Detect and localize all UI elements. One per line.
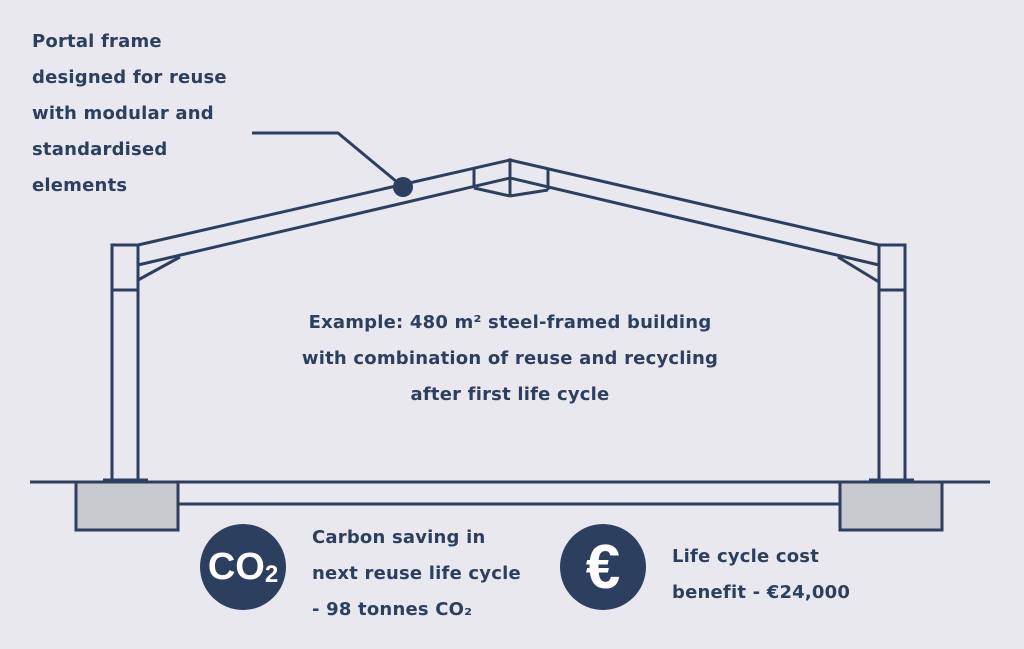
left-haunch (137, 255, 181, 282)
carbon-saving-text: Carbon saving in next reuse life cycle -… (312, 527, 521, 620)
apex-haunch-right (509, 188, 549, 198)
right-column (877, 243, 907, 482)
left-foundation (74, 480, 180, 532)
cost-benefit-text: Life cycle cost benefit - €24,000 (672, 546, 851, 603)
right-foundation (838, 480, 944, 532)
example-description: Example: 480 m² steel-framed building wi… (301, 312, 719, 405)
right-rafter (508, 158, 880, 267)
apex-haunch-left (473, 186, 511, 198)
callout-dot (393, 177, 413, 197)
callout-leader-line (252, 131, 404, 189)
ground-beam (176, 480, 842, 506)
left-column (110, 243, 140, 482)
right-haunch (837, 255, 880, 284)
euro-icon: € (560, 524, 646, 610)
callout-text: Portal frame designed for reuse with mod… (32, 31, 227, 196)
